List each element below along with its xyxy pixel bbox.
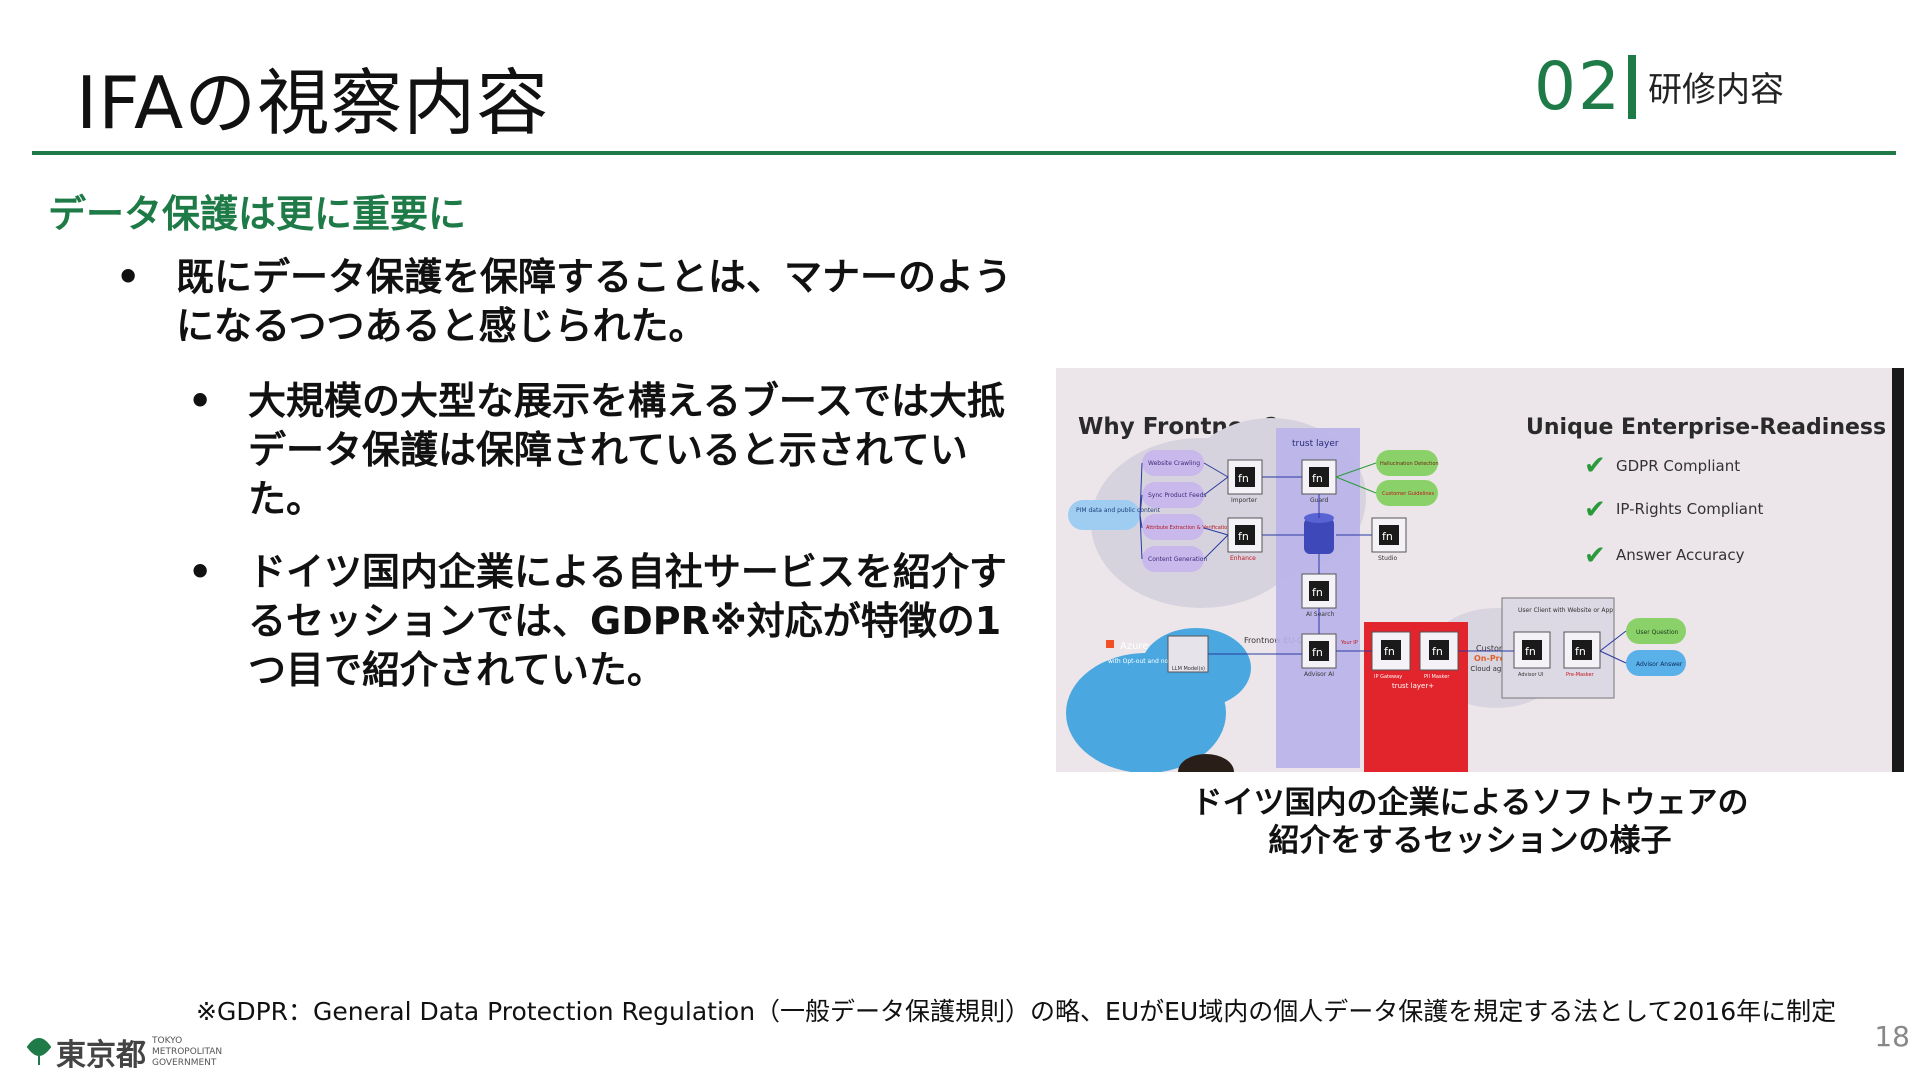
svg-text:fn: fn [1525,645,1536,658]
svg-text:fn: fn [1384,645,1395,658]
svg-text:fn: fn [1312,586,1323,599]
tokyo-logo: 東京都 TOKYO METROPOLITAN GOVERNMENT [26,1030,242,1074]
check-icon: ✔ [1584,541,1606,571]
input-pill-2 [1142,482,1204,508]
page-title: IFAの視察内容 [76,61,550,145]
llm-label: LLM Model(s) [1172,666,1205,672]
bullet-sub-1: 大規模の大型な展示を構えるブースでは大抵データ保護は保障されていると示されていた… [184,377,1032,524]
user-question-label: User Question [1636,629,1679,636]
svg-text:fn: fn [1312,646,1323,659]
check-label-3: Answer Accuracy [1616,546,1745,564]
subheading: データ保護は更に重要に [48,192,467,236]
fn-box-pii-masker: fn PII Masker [1419,631,1459,680]
guidelines-pill [1376,480,1438,506]
svg-text:fn: fn [1238,472,1249,485]
caption-line-2: 紹介をするセッションの様子 [1268,823,1672,859]
ginkgo-leaf-icon [26,1038,52,1065]
footnote: ※GDPR：General Data Protection Regulation… [196,997,1837,1026]
svg-text:fn: fn [1238,530,1249,543]
check-icon: ✔ [1584,495,1606,525]
user-question-pill [1626,618,1686,644]
svg-text:fn: fn [1382,530,1393,543]
check-label-1: GDPR Compliant [1616,457,1740,475]
azure-label: Azure [1120,641,1148,652]
section-label: 研修内容 [1648,70,1784,110]
input-pill-4 [1142,546,1204,572]
screen-edge [1892,368,1904,772]
svg-text:AI Search: AI Search [1306,611,1335,618]
page-number: 18 [1874,1020,1910,1053]
your-ip-label: Your IP [1340,640,1358,646]
customer-sub2: or Cloud agnostic [1461,665,1522,673]
input-label-4: Content Generation [1148,556,1207,563]
guidelines-label: Customer Guidelines [1382,491,1435,497]
bullet-list: 既にデータ保護を保障することは、マナーのようになるつつあると感じられた。 大規模… [112,253,1032,719]
input-label-2: Sync Product Feeds [1148,492,1207,499]
svg-text:PII Masker: PII Masker [1424,674,1450,680]
header-rule [32,151,1896,155]
svg-text:fn: fn [1432,645,1443,658]
frontnow-diagram: Why Frontnow? Unique Enterprise-Readines… [1056,368,1904,772]
customer-sub1: On-Premise [1474,654,1527,663]
session-photo: Why Frontnow? Unique Enterprise-Readines… [1056,368,1904,772]
svg-text:Enhance: Enhance [1230,555,1256,562]
hallucination-pill [1376,450,1438,476]
svg-text:Studio: Studio [1378,555,1397,562]
trust-layer-label: trust layer [1292,439,1339,449]
fn-box-enhance: fn Enhance [1227,517,1263,562]
check-label-2: IP-Rights Compliant [1616,500,1763,518]
fn-box-pre-masker: fn Pre-Masker [1563,631,1601,678]
database-icon [1304,513,1334,554]
windows-logo-icon [1106,640,1114,648]
pim-label: PIM data and public content [1076,507,1161,514]
azure-sub-label: with Opt-out and no Training [1108,658,1194,665]
input-label-3: Attribute Extraction & Verification [1146,525,1230,531]
svg-text:Importer: Importer [1231,497,1258,504]
fn-box-advisor-ui: fn Advisor UI [1513,631,1551,678]
input-label-1: Website Crawling [1148,460,1200,467]
fn-box-studio: fn Studio [1371,517,1407,562]
logo-name: 東京都 [56,1038,146,1073]
section-number: 02 [1534,48,1622,125]
fn-box-ip-gateway: fn IP Gateway [1371,631,1411,680]
caption-line-1: ドイツ国内の企業によるソフトウェアの [1191,785,1749,821]
section-indicator: 02 研修内容 [1534,48,1784,125]
fn-box-importer: fn Importer [1227,459,1263,504]
svg-text:Pre-Masker: Pre-Masker [1566,672,1595,678]
section-divider [1628,54,1636,119]
svg-text:fn: fn [1312,472,1323,485]
svg-text:fn: fn [1575,645,1586,658]
user-client-label: User Client with Website or App [1518,607,1613,614]
advisor-answer-pill [1626,650,1686,676]
input-pill-1 [1142,450,1204,476]
check-icon: ✔ [1584,451,1606,481]
presenter-head [1178,754,1234,772]
fn-box-ai-search: fn AI Search [1301,573,1337,618]
trust-layer-plus-label: trust layer+ [1392,682,1434,690]
pim-pill [1068,500,1140,530]
svg-text:IP Gateway: IP Gateway [1374,674,1402,680]
bullet-main: 既にデータ保護を保障することは、マナーのようになるつつあると感じられた。 [112,253,1032,351]
photo-caption: ドイツ国内の企業によるソフトウェアの 紹介をするセッションの様子 [1110,784,1830,860]
hallucination-label: Hallucination Detection [1380,461,1439,467]
customer-label: Customer [1476,644,1516,653]
svg-text:Advisor AI: Advisor AI [1304,671,1334,678]
diagram-connectors [1139,462,1627,664]
enterprise-title: Unique Enterprise-Readiness [1526,415,1886,440]
svg-text:Advisor UI: Advisor UI [1518,672,1543,678]
logo-subtitle: TOKYO METROPOLITAN GOVERNMENT [152,1035,223,1068]
bullet-sub-2: ドイツ国内企業による自社サービスを紹介するセッションでは、GDPR※対応が特徴の… [184,548,1032,695]
input-pill-3 [1142,514,1204,540]
advisor-answer-label: Advisor Answer [1636,661,1683,668]
guard-connectors [1335,462,1377,494]
llm-box [1167,635,1209,673]
fn-box-advisor-ai: fn Advisor AI [1301,633,1337,678]
